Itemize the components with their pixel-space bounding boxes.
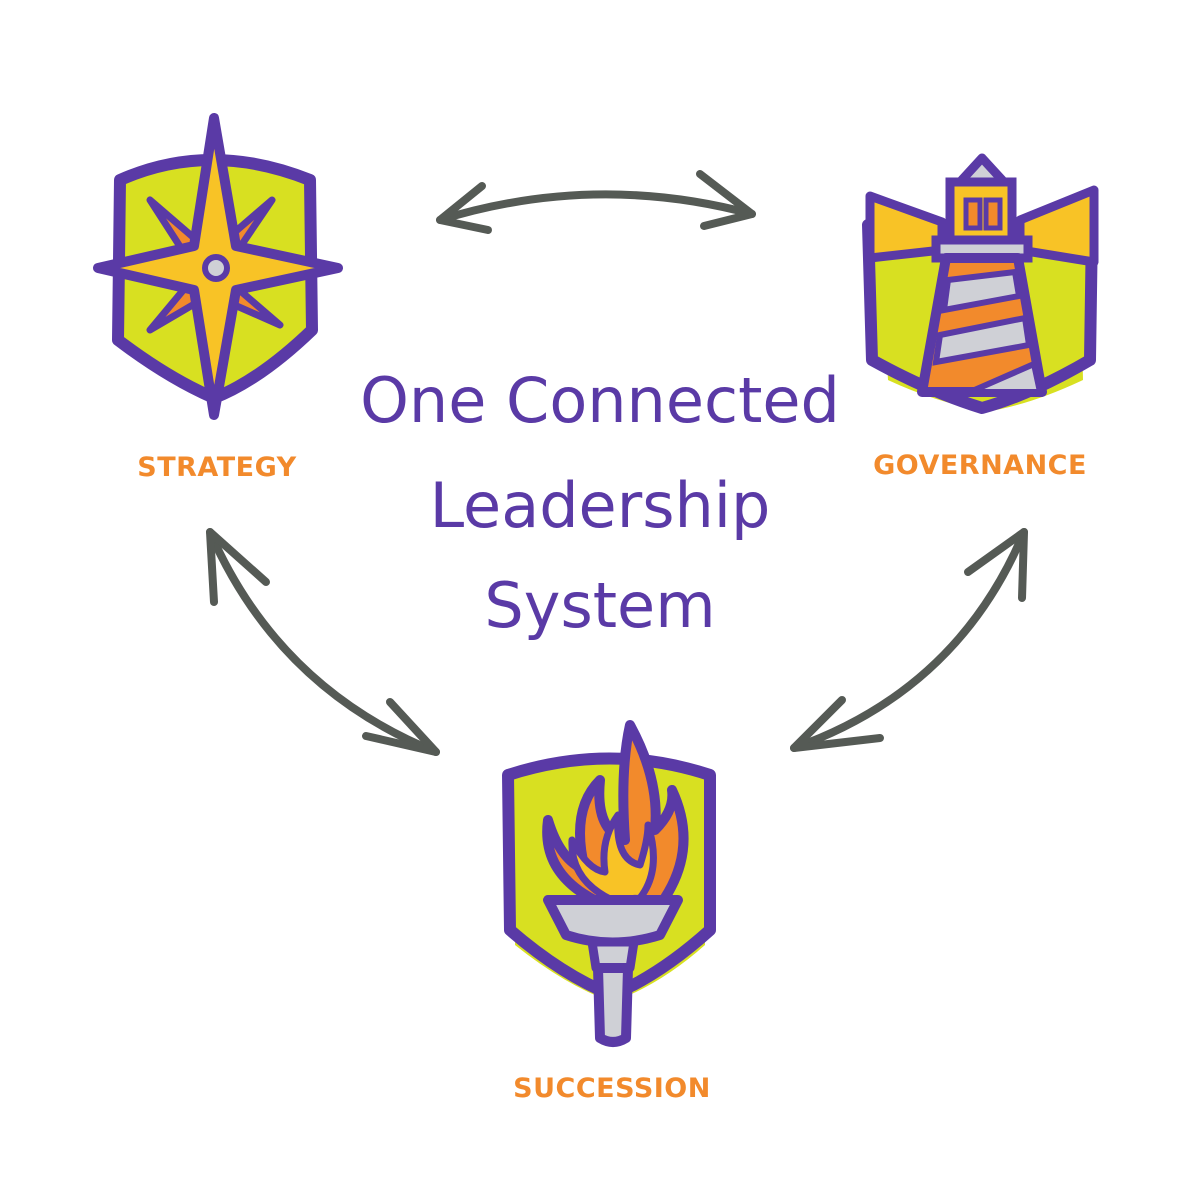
succession-label: SUCCESSION (513, 1073, 711, 1104)
connection-arrows (206, 170, 1028, 756)
arrow-governance-succession (790, 528, 1028, 752)
title-line-2: Leadership (429, 469, 771, 542)
strategy-label: STRATEGY (137, 452, 297, 483)
torch-icon (502, 720, 716, 1047)
title-line-3: System (484, 569, 716, 642)
governance-label: GOVERNANCE (873, 450, 1087, 481)
arrow-strategy-succession (206, 528, 440, 756)
arrow-strategy-governance (436, 190, 756, 224)
title-line-1: One Connected (360, 364, 840, 437)
lighthouse-icon (862, 153, 1099, 414)
compass-star-icon (93, 113, 343, 420)
